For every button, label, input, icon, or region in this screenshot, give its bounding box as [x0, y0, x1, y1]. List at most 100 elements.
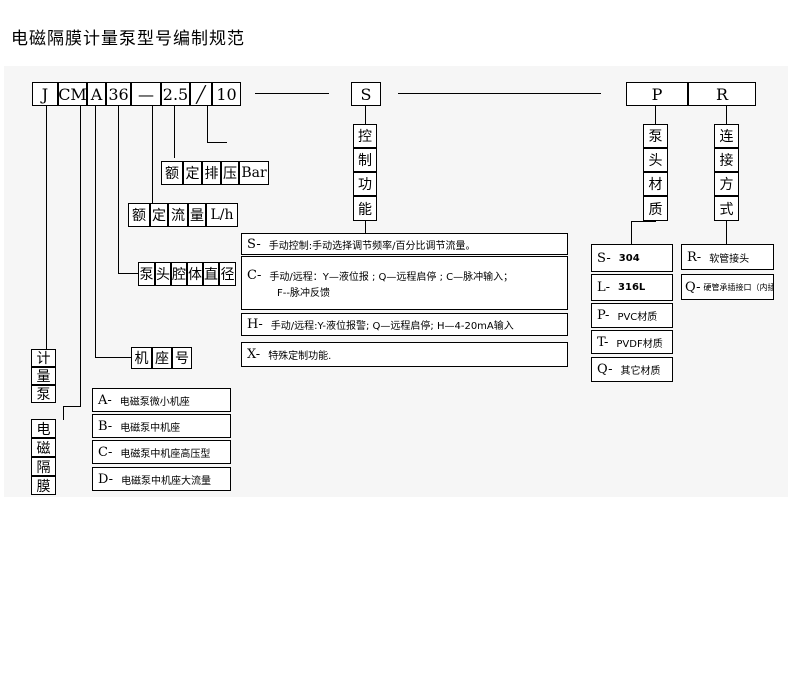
label-cell: 泵 — [31, 385, 56, 403]
option-text: 特殊定制功能. — [268, 351, 332, 362]
option-text: PVDF材质 — [616, 338, 663, 350]
label-cell: 连 — [714, 124, 739, 148]
line-cm-h — [63, 406, 81, 407]
label-cell: 机 — [131, 347, 152, 369]
line-p-options — [631, 221, 632, 244]
label-cell: 座 — [152, 347, 172, 369]
label-cell: 定 — [150, 203, 168, 227]
option-text: PVC材质 — [617, 312, 658, 323]
base-option: C- 电磁泵中机座高压型 — [92, 440, 231, 464]
option-key: A- — [98, 392, 112, 408]
label-cell: 隔 — [31, 457, 56, 476]
line-j — [46, 106, 47, 350]
label-cell: 压 — [221, 161, 239, 185]
label-cell: 泵 — [138, 262, 155, 286]
line-suffix-h — [207, 142, 227, 143]
label-cell: 额 — [161, 161, 183, 185]
line-a — [95, 106, 96, 358]
material-option: S- 304 — [591, 244, 673, 272]
option-text: 316L — [618, 282, 646, 293]
label-cell: 膜 — [31, 476, 56, 495]
label-cell: Bar — [239, 161, 269, 185]
line-cm-v — [63, 406, 64, 420]
line-36 — [118, 106, 119, 274]
line-pressure — [174, 106, 175, 158]
base-option: D- 电磁泵中机座大流量 — [92, 467, 231, 491]
label-cell: 式 — [714, 196, 739, 221]
code-dash: — — [131, 82, 161, 106]
label-cell: 能 — [353, 196, 377, 221]
line-p-v — [655, 106, 656, 124]
option-key: S- — [247, 236, 261, 252]
option-text: 其它材质 — [620, 366, 661, 377]
label-cell: 功 — [353, 172, 377, 196]
option-text: 电磁泵中机座 — [120, 422, 181, 434]
option-key: D- — [98, 471, 114, 487]
line-p-h — [631, 221, 656, 222]
option-text: 手动/远程:Y-液位报警; Q—远程启停; H—4-20mA输入 — [270, 321, 514, 332]
option-text: 304 — [618, 252, 640, 264]
code-r: R — [688, 82, 756, 106]
base-option: B- 电磁泵中机座 — [92, 414, 231, 438]
line-36-h — [118, 273, 138, 274]
option-key: H- — [247, 317, 263, 332]
label-cell: L/h — [206, 203, 238, 227]
label-cell: 接 — [714, 148, 739, 172]
label-cell: 号 — [172, 347, 192, 369]
control-option: S- 手动控制:手动选择调节频率/百分比调节流量。 — [241, 233, 568, 255]
label-cell: 材 — [643, 172, 668, 196]
option-text: 电磁泵中机座大流量 — [121, 475, 212, 487]
label-cell: 体 — [187, 262, 203, 286]
label-cell: 制 — [353, 148, 377, 172]
link-line-code-s — [255, 93, 329, 94]
line-suffix — [207, 106, 208, 142]
label-cell: 泵 — [643, 124, 668, 148]
option-text-line2: F--脉冲反馈 — [277, 287, 330, 299]
line-flow — [152, 106, 153, 213]
control-option: C- 手动/远程：Y—液位报 ; Q—远程启停 ; C—脉冲输入； F--脉冲反… — [241, 256, 568, 310]
line-s-options — [365, 221, 366, 233]
line-s-v — [365, 106, 366, 124]
label-cell: 径 — [219, 262, 236, 286]
label-cell: 头 — [643, 148, 668, 172]
material-option: T- PVDF材质 — [591, 330, 673, 354]
label-cell: 质 — [643, 196, 668, 221]
option-key: P- — [597, 308, 610, 323]
option-key: Q- — [685, 279, 701, 295]
label-cell: 直 — [203, 262, 219, 286]
page-title: 电磁隔膜计量泵型号编制规范 — [11, 29, 245, 49]
option-key: C- — [98, 444, 113, 460]
option-key: C- — [247, 267, 262, 283]
option-text: 硬管承插接口（内插） — [703, 282, 773, 292]
option-key: B- — [98, 418, 113, 434]
label-cell: 腔 — [171, 262, 187, 286]
option-key: X- — [247, 347, 261, 362]
control-option: X- 特殊定制功能. — [241, 342, 568, 367]
option-key: T- — [597, 334, 609, 350]
label-cell: 方 — [714, 172, 739, 196]
option-text: 电磁泵微小机座 — [119, 396, 190, 408]
line-cm — [80, 106, 81, 406]
link-line-s-p — [398, 93, 601, 94]
option-text: 手动控制:手动选择调节频率/百分比调节流量。 — [268, 240, 476, 252]
label-cell: 控 — [353, 124, 377, 148]
label-cell: 流 — [168, 203, 188, 227]
line-r-v — [726, 106, 727, 124]
code-j: J — [32, 82, 58, 106]
option-key: R- — [687, 249, 702, 265]
base-option: A- 电磁泵微小机座 — [92, 388, 231, 412]
label-cell: 排 — [202, 161, 221, 185]
code-suffix: 10 — [212, 82, 241, 106]
label-cell: 定 — [183, 161, 202, 185]
control-option: H- 手动/远程:Y-液位报警; Q—远程启停; H—4-20mA输入 — [241, 313, 568, 336]
option-text: 手动/远程：Y—液位报 ; Q—远程启停 ; C—脉冲输入； — [269, 271, 514, 283]
material-option: P- PVC材质 — [591, 303, 673, 328]
code-a: A — [87, 82, 106, 106]
label-cell: 电 — [31, 419, 56, 438]
label-cell: 头 — [155, 262, 171, 286]
code-s: S — [351, 82, 381, 106]
code-p: P — [626, 82, 688, 106]
option-text: 软管接头 — [709, 253, 750, 265]
line-a-h — [95, 357, 131, 358]
code-slash: ╱ — [190, 82, 212, 106]
